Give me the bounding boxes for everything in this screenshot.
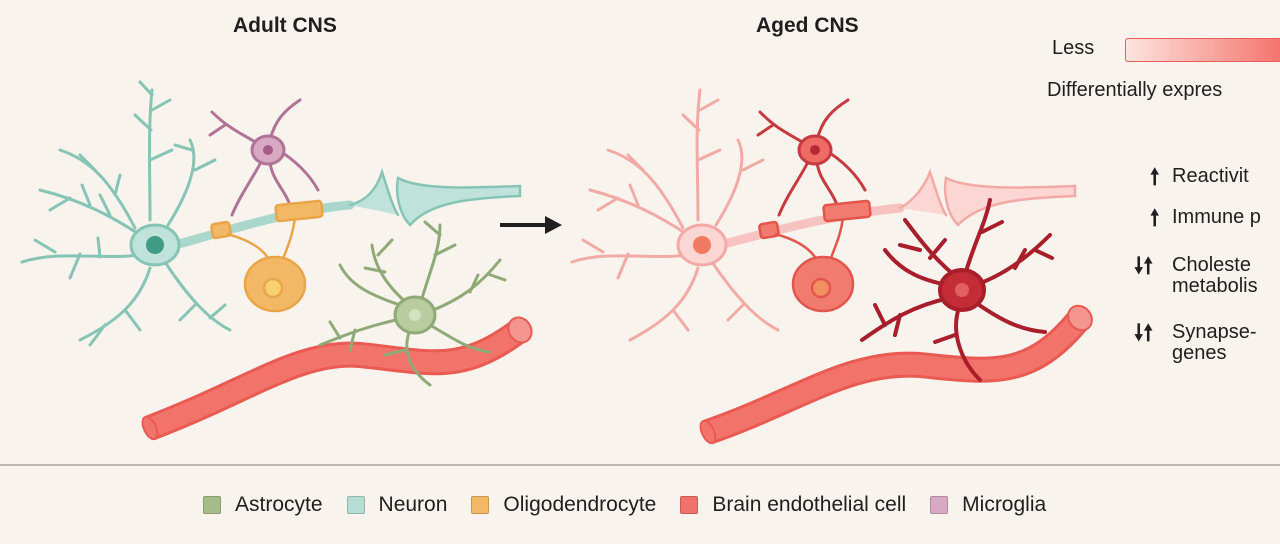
legend-item-astrocyte: Astrocyte [203,493,323,517]
change-label-line: Synapse- [1172,321,1257,343]
oligodendrocyte-swatch [471,496,490,514]
adult-astrocyte [318,220,507,387]
legend-label: Neuron [378,493,448,516]
adult-oligodendrocyte [210,199,324,313]
adult-cns-title: Adult CNS [233,14,337,37]
down-up-arrows-icon: 🠗🠕 [1134,320,1153,345]
change-label-line: genes [1172,342,1227,364]
down-up-arrows-icon: 🠗🠕 [1134,253,1153,278]
endothelial-swatch [680,496,699,514]
adult-vessel [141,316,533,441]
change-item-cholesterol: 🠗🠕 Choleste metabolis [1134,255,1258,297]
aged-neuron [570,88,1077,342]
scale-low-label: Less [1052,37,1095,59]
legend-label: Oligodendrocyte [503,493,657,516]
astrocyte-swatch [203,496,221,514]
aged-microglia [756,98,867,217]
legend-label: Microglia [962,493,1047,516]
legend-item-endothelial: Brain endothelial cell [680,493,906,517]
change-item-immune: 🠕 Immune p [1134,205,1261,230]
aged-cns-title: Aged CNS [756,14,859,37]
aged-astrocyte [860,198,1054,382]
aged-vessel [699,304,1093,445]
neuron-swatch [346,496,365,514]
change-label: Choleste metabolis [1172,255,1258,297]
change-label: Immune p [1172,206,1261,228]
up-arrow-icon: 🠕 [1150,205,1160,230]
progression-arrow [500,216,562,234]
legend-label: Brain endothelial cell [712,493,907,516]
up-arrow-icon: 🠕 [1150,164,1160,189]
change-label: Synapse- genes [1172,322,1257,364]
scale-caption: Differentially expres [1047,79,1223,101]
adult-microglia [208,98,320,217]
cell-type-legend: Astrocyte Neuron Oligodendrocyte Brain e… [203,493,1070,517]
change-label-line: Choleste [1172,254,1251,276]
expression-gradient-bar [1125,38,1280,62]
legend-label: Astrocyte [235,493,323,516]
cns-diagram [20,80,1093,445]
change-label-line: metabolis [1172,275,1258,297]
legend-item-microglia: Microglia [930,493,1046,517]
change-label: Reactivit [1172,165,1249,187]
legend-item-oligodendrocyte: Oligodendrocyte [471,493,656,517]
change-item-synapse: 🠗🠕 Synapse- genes [1134,322,1257,364]
legend-divider [0,464,1280,466]
aged-oligodendrocyte [758,199,872,313]
change-item-reactivity: 🠕 Reactivit [1134,164,1249,189]
legend-item-neuron: Neuron [346,493,448,517]
adult-neuron [20,80,522,347]
microglia-swatch [930,496,949,514]
